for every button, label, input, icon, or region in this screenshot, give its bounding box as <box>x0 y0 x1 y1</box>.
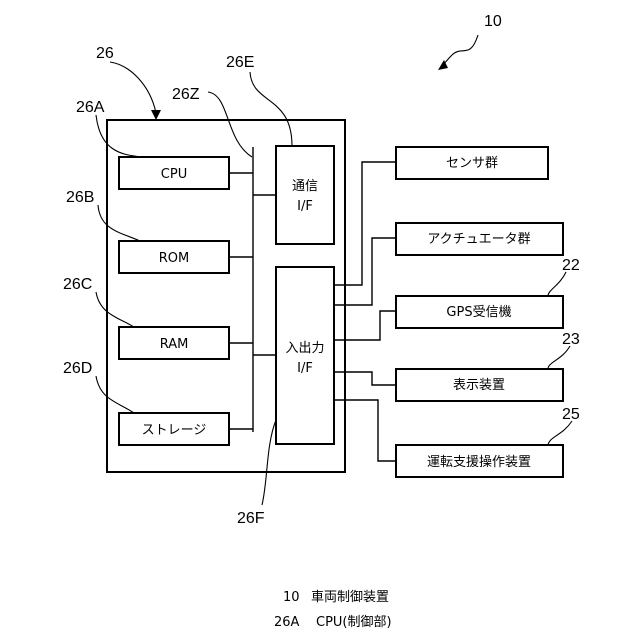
cpu-label: CPU <box>161 167 187 182</box>
ref-10: 10 <box>484 13 502 30</box>
rom-label: ROM <box>159 251 189 266</box>
ref-26f: 26F <box>237 510 265 527</box>
ref-25: 25 <box>562 406 580 423</box>
driving-support-label: 運転支援操作装置 <box>427 454 531 470</box>
arrow-26-head <box>151 110 161 120</box>
comm-if-box <box>276 146 334 244</box>
sensors-label: センサ群 <box>446 156 498 171</box>
caption-1-ref: 10 <box>283 590 300 605</box>
ref-23: 23 <box>562 331 580 348</box>
ref-22: 22 <box>562 257 580 274</box>
ref-26a: 26A <box>76 99 105 116</box>
storage-label: ストレージ <box>142 423 207 438</box>
arrow-10 <box>442 35 478 66</box>
caption-1-text: 車両制御装置 <box>311 590 389 605</box>
ref-26z: 26Z <box>172 86 200 103</box>
comm-label-line1: 通信 <box>292 179 318 194</box>
ref-26e: 26E <box>226 54 254 71</box>
comm-label-line2: I/F <box>297 199 313 214</box>
ram-label: RAM <box>160 337 189 352</box>
actuators-label: アクチュエータ群 <box>427 232 530 247</box>
arrow-26 <box>110 62 156 113</box>
ref-26c: 26C <box>63 276 92 293</box>
leader-23 <box>548 346 570 369</box>
display-label: 表示装置 <box>453 378 505 393</box>
caption-2-ref: 26A <box>274 615 300 630</box>
gps-label: GPS受信機 <box>446 305 511 320</box>
ref-26: 26 <box>96 45 114 62</box>
io-label-line1: 入出力 <box>285 341 324 356</box>
leader-25 <box>548 421 572 445</box>
io-label-line2: I/F <box>297 361 313 376</box>
ref-26b: 26B <box>66 189 94 206</box>
caption-2-text: CPU(制御部) <box>316 615 392 630</box>
leader-22 <box>548 272 566 296</box>
ref-26d: 26D <box>63 360 92 377</box>
